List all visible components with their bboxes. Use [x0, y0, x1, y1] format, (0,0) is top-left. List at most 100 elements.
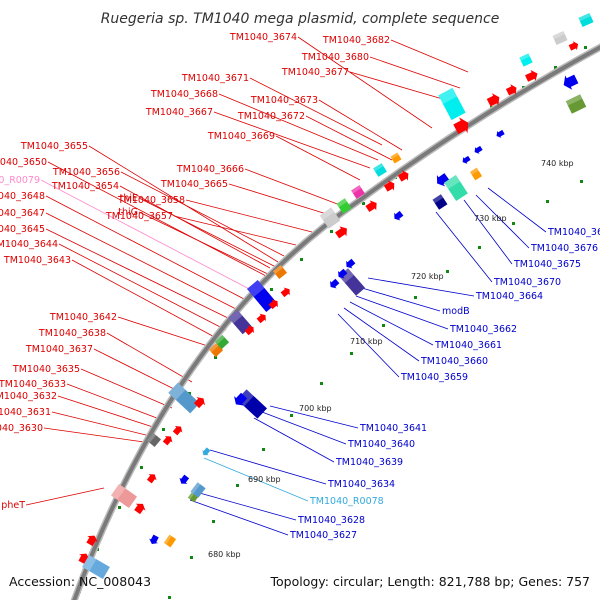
reverse-gene-mark [190, 482, 206, 498]
gene-label: TM1040_3668 [150, 89, 218, 100]
label-connector-layer [25, 36, 547, 536]
forward-gene-mark [228, 309, 252, 335]
scale-tick [214, 356, 217, 359]
gene-label: TM1040_3673 [250, 95, 318, 106]
scale-label: 740 kbp [541, 159, 574, 168]
label-connector [318, 99, 403, 151]
gene-label: TM1040_3638 [38, 328, 106, 339]
scale-tick [270, 288, 273, 291]
forward-gene-mark [373, 163, 387, 177]
label-connector [47, 161, 267, 277]
label-connector [106, 332, 193, 383]
forward-gene-mark [519, 53, 533, 67]
reverse-gene-mark [565, 94, 587, 114]
scale-tick [262, 448, 265, 451]
scale-tick [188, 392, 191, 395]
reverse-gene-mark [474, 145, 483, 154]
label-connector [297, 36, 433, 129]
label-connector [71, 259, 221, 341]
label-connector [244, 168, 341, 206]
gene-label: TM1040_3655 [20, 141, 88, 152]
gene-label: TM1040_3674 [229, 32, 297, 43]
label-connector [475, 194, 530, 249]
gene-label: TM1040_3631 [0, 407, 51, 418]
label-connector [40, 179, 256, 293]
gene-label: TM1040_3678 [547, 227, 600, 238]
label-connector [249, 77, 383, 146]
gene-label: TM1040_3645 [0, 224, 45, 235]
reverse-gene-mark [496, 129, 505, 138]
scale-tick [478, 246, 481, 249]
scale-tick [168, 596, 171, 599]
reverse-gene-mark [394, 210, 404, 221]
reverse-gene-mark [346, 258, 356, 269]
scale-label: 730 kbp [474, 214, 507, 223]
scale-label: 720 kbp [411, 272, 444, 281]
forward-gene-mark [453, 117, 469, 135]
forward-gene-mark [268, 299, 278, 310]
forward-gene-mark [168, 382, 200, 414]
label-connector [269, 405, 359, 429]
scale-label: 680 kbp [208, 550, 241, 559]
label-connector [185, 199, 313, 233]
gene-label: TM1040_3671 [181, 73, 249, 84]
gene-label: TM1040_3659 [400, 372, 468, 383]
gene-label: TM1040_3648 [0, 191, 45, 202]
forward-gene-mark [383, 180, 395, 192]
label-connector [173, 215, 297, 246]
gene-label: TM1040_3664 [475, 291, 543, 302]
label-connector [349, 71, 454, 103]
label-connector [93, 348, 181, 393]
map-title: Ruegeria sp. TM1040 mega plasmid, comple… [101, 11, 500, 27]
gene-label: TM1040_3627 [289, 530, 357, 541]
gene-label: TM1040_3634 [327, 479, 395, 490]
forward-gene-mark [390, 152, 402, 164]
label-connector [189, 499, 289, 536]
forward-gene-mark [214, 334, 230, 350]
label-connector [138, 211, 273, 277]
gene-label: TM1040_R0078 [309, 496, 384, 507]
forward-gene-mark [351, 185, 365, 199]
label-connector [337, 313, 400, 378]
forward-gene-mark [244, 325, 254, 336]
gene-label: modB [442, 306, 470, 317]
scale-tick [350, 352, 353, 355]
gene-label: TM1040_3669 [207, 131, 275, 142]
forward-gene-mark [280, 287, 290, 298]
label-connector [390, 39, 469, 73]
gene-label: thiE [120, 193, 138, 204]
scale-tick [414, 296, 417, 299]
label-connector [218, 93, 379, 161]
gene-label: TM1040_3640 [347, 439, 415, 450]
gene-label: TM1040_3667 [145, 107, 213, 118]
forward-gene-mark [78, 553, 90, 565]
accession-text: Accession: NC_008043 [9, 574, 151, 589]
label-connector [117, 316, 215, 349]
forward-gene-mark [272, 264, 288, 280]
label-connector [43, 427, 145, 443]
gene-label: TM1040_3628 [297, 515, 365, 526]
forward-gene-mark [438, 87, 466, 121]
scale-tick [584, 46, 587, 49]
gene-label: TM1040_3641 [359, 423, 427, 434]
gene-label: TM1040_3656 [52, 167, 120, 178]
label-connector [45, 195, 247, 301]
scale-label: 690 kbp [248, 475, 281, 484]
reverse-gene-mark [338, 268, 366, 296]
label-connector [58, 243, 227, 331]
scale-tick [446, 270, 449, 273]
gene-label: TM1040_R0079 [0, 175, 40, 186]
gene-label: TM1040_3654 [51, 181, 119, 192]
gene-label: TM1040_3650 [0, 157, 47, 168]
reverse-gene-mark [202, 447, 211, 456]
scale-tick [382, 324, 385, 327]
gene-label: TM1040_3633 [0, 379, 66, 390]
gene-label: TM1040_3677 [281, 67, 349, 78]
scale-tick [118, 506, 121, 509]
gene-label: TM1040_3639 [335, 457, 403, 468]
scale-tick [190, 556, 193, 559]
reverse-gene-mark [462, 155, 471, 164]
label-connector [487, 187, 547, 233]
gene-label: TM1040_3682 [322, 35, 390, 46]
